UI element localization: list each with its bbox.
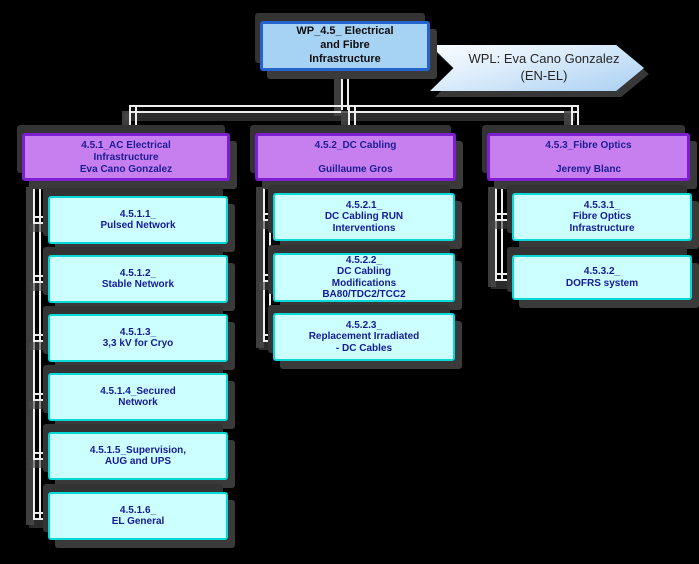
connector-stub-4-5-1-4 <box>33 393 53 401</box>
connector-root-drop <box>341 70 349 110</box>
wp-root-title: WP_4.5_ Electrical and Fibre Infrastruct… <box>296 25 394 65</box>
leaf-label: 4.5.3.1_ Fibre Optics Infrastructure <box>569 199 635 234</box>
connector-stub-4-5-1-2 <box>33 275 53 283</box>
leaf-box-4-5-2-1: 4.5.2.1_ DC Cabling RUN Interventions <box>273 193 455 241</box>
leaf-box-4-5-1-5: 4.5.1.5_Supervision, AUG and UPS <box>48 432 228 480</box>
branch-lead: Guillaume Gros <box>318 163 393 175</box>
leaf-label: 4.5.1.1_ Pulsed Network <box>100 208 176 232</box>
connector-stub-4-5-1-1 <box>33 216 53 224</box>
leaf-box-4-5-1-3: 4.5.1.3_ 3,3 kV for Cryo <box>48 314 228 362</box>
leaf-box-4-5-2-3: 4.5.2.3_ Replacement Irradiated - DC Cab… <box>273 313 455 361</box>
wpl-banner-text: WPL: Eva Cano Gonzalez (EN-EL) <box>468 51 620 83</box>
branch-box-4-5-2: 4.5.2_DC Cabling Guillaume Gros <box>255 133 456 181</box>
leaf-label: 4.5.1.2_ Stable Network <box>101 267 175 291</box>
connector-drop-branch-3 <box>571 105 579 135</box>
leaf-label: 4.5.1.4_Secured Network <box>100 385 176 409</box>
leaf-label: 4.5.1.5_Supervision, AUG and UPS <box>89 444 187 468</box>
connector-stub-4-5-2-2 <box>263 274 279 282</box>
connector-stub-4-5-1-6 <box>33 512 53 520</box>
connector-stub-4-5-2-1 <box>263 213 279 221</box>
connector-stub-4-5-2-3 <box>263 334 279 342</box>
branch-title: 4.5.2_DC Cabling <box>314 140 397 151</box>
connector-drop-branch-1 <box>129 105 137 135</box>
wp-root-box: WP_4.5_ Electrical and Fibre Infrastruct… <box>260 21 430 71</box>
leaf-label: 4.5.3.2_ DOFRS system <box>565 266 639 289</box>
leaf-label: 4.5.2.2_ DC Cabling Modifications BA80/T… <box>322 254 406 301</box>
connector-stub-4-5-3-1 <box>495 213 517 221</box>
leaf-label: 4.5.1.6_ EL General <box>111 504 165 528</box>
connector-stub-4-5-1-3 <box>33 334 53 342</box>
leaf-label: 4.5.2.1_ DC Cabling RUN Interventions <box>324 199 404 234</box>
connector-trunk-branch-2 <box>263 181 271 342</box>
branch-lead: Eva Cano Gonzalez <box>79 163 173 175</box>
leaf-box-4-5-3-1: 4.5.3.1_ Fibre Optics Infrastructure <box>512 193 692 241</box>
wpl-banner-shape: WPL: Eva Cano Gonzalez (EN-EL) <box>430 45 644 91</box>
leaf-box-4-5-3-2: 4.5.3.2_ DOFRS system <box>512 255 692 300</box>
leaf-label: 4.5.2.3_ Replacement Irradiated - DC Cab… <box>308 319 420 354</box>
leaf-box-4-5-1-2: 4.5.1.2_ Stable Network <box>48 255 228 303</box>
leaf-box-4-5-1-1: 4.5.1.1_ Pulsed Network <box>48 196 228 244</box>
branch-box-4-5-3: 4.5.3_Fibre Optics Jeremy Blanc <box>487 133 690 181</box>
connector-drop-branch-2 <box>348 105 356 135</box>
connector-trunk-branch-3 <box>495 181 503 281</box>
wpl-banner: WPL: Eva Cano Gonzalez (EN-EL) <box>430 45 644 91</box>
branch-title: 4.5.3_Fibre Optics <box>545 140 632 151</box>
leaf-label: 4.5.1.3_ 3,3 kV for Cryo <box>102 326 174 350</box>
leaf-box-4-5-1-4: 4.5.1.4_Secured Network <box>48 373 228 421</box>
leaf-box-4-5-2-2: 4.5.2.2_ DC Cabling Modifications BA80/T… <box>273 253 455 302</box>
leaf-box-4-5-1-6: 4.5.1.6_ EL General <box>48 492 228 540</box>
branch-lead: Jeremy Blanc <box>555 163 622 175</box>
connector-trunk-branch-1 <box>33 181 41 519</box>
connector-stub-4-5-3-2 <box>495 273 517 281</box>
connector-stub-4-5-1-5 <box>33 452 53 460</box>
branch-box-4-5-1: 4.5.1_AC Electrical Infrastructure Eva C… <box>22 133 230 181</box>
branch-title: 4.5.1_AC Electrical Infrastructure <box>81 140 171 163</box>
